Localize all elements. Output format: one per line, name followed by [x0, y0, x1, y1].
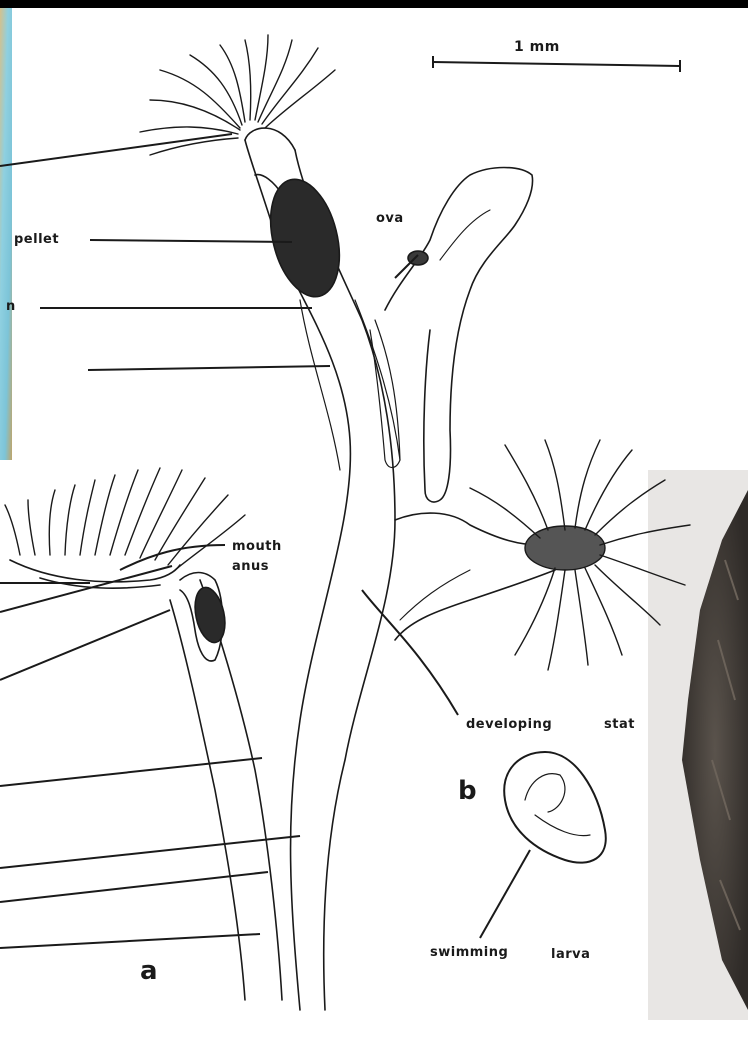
fossil-photo — [648, 470, 748, 1020]
anus-label: anus — [232, 560, 269, 573]
developing-branch — [395, 513, 560, 640]
pellet-label: pellet — [14, 233, 59, 246]
scale-bar — [433, 56, 680, 72]
scale-bar-label: 1 mm — [514, 40, 560, 54]
larva-label: larva — [551, 948, 590, 961]
swimming-label: swimming — [430, 946, 508, 959]
ova-label: ova — [376, 212, 404, 225]
branch-retracted — [385, 168, 533, 502]
map-fragment — [0, 0, 12, 460]
panel-b-label: b — [458, 778, 477, 804]
fecal-pellet — [259, 172, 350, 304]
mouth-label: mouth — [232, 540, 282, 553]
top-bar — [0, 0, 748, 8]
panel-a-label: a — [140, 958, 158, 984]
lower-polyp-tentacles — [5, 468, 245, 570]
developing-label: developing — [466, 718, 552, 731]
stat-label: stat — [604, 718, 635, 731]
top-polyp-tentacles — [140, 35, 335, 155]
swimming-larva — [504, 752, 606, 863]
partial-n-label: n — [6, 300, 16, 313]
